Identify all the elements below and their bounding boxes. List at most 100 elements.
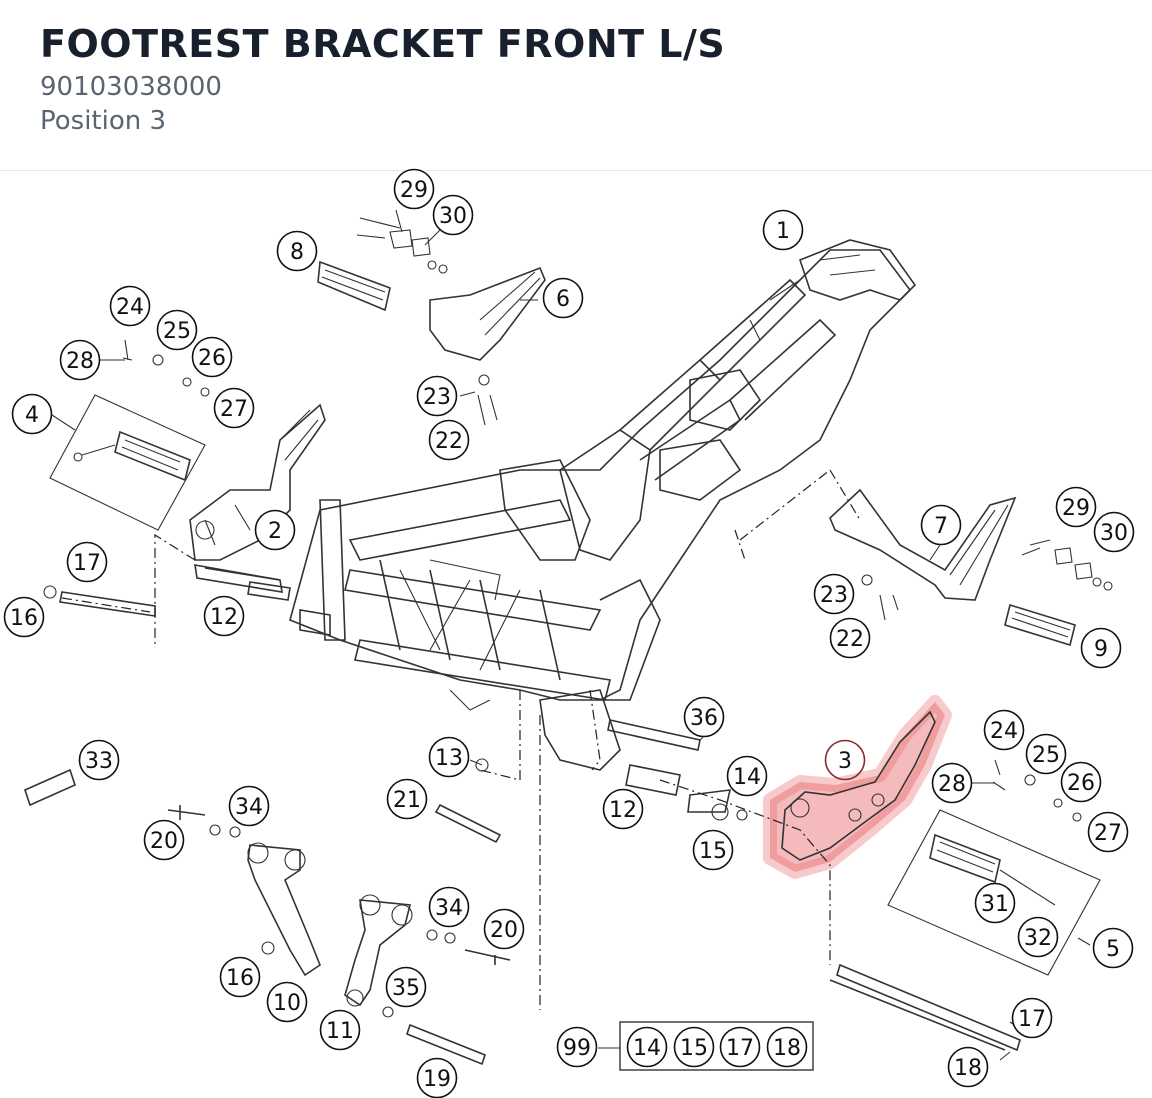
callout-28[interactable]: 28 bbox=[931, 762, 973, 804]
callout-12[interactable]: 12 bbox=[602, 788, 644, 830]
callout-circle bbox=[1025, 733, 1067, 775]
callout-14[interactable]: 14 bbox=[626, 1026, 668, 1068]
callout-23[interactable]: 23 bbox=[813, 573, 855, 615]
callout-16[interactable]: 16 bbox=[3, 596, 45, 638]
callout-11[interactable]: 11 bbox=[319, 1009, 361, 1051]
callout-19[interactable]: 19 bbox=[416, 1057, 458, 1098]
callout-7[interactable]: 7 bbox=[920, 504, 962, 546]
footrest-4-box bbox=[49, 394, 206, 531]
callout-18[interactable]: 18 bbox=[766, 1026, 808, 1068]
callout-5[interactable]: 5 bbox=[1092, 927, 1134, 969]
frame-drawing bbox=[289, 239, 917, 771]
footrest-8-drawing bbox=[317, 260, 391, 312]
callout-22[interactable]: 22 bbox=[428, 419, 470, 461]
callout-circle bbox=[1080, 627, 1122, 669]
callout-circle bbox=[1017, 916, 1059, 958]
callout-circle bbox=[1011, 997, 1053, 1039]
callout-label: 21 bbox=[393, 788, 421, 813]
callout-33[interactable]: 33 bbox=[78, 739, 120, 781]
callout-9[interactable]: 9 bbox=[1080, 627, 1122, 669]
callout-4[interactable]: 4 bbox=[11, 393, 53, 435]
callout-circle bbox=[626, 1026, 668, 1068]
callout-24[interactable]: 24 bbox=[109, 285, 151, 327]
callout-21[interactable]: 21 bbox=[386, 778, 428, 820]
callout-circle bbox=[726, 755, 768, 797]
callout-circle bbox=[813, 573, 855, 615]
callout-30[interactable]: 30 bbox=[432, 194, 474, 236]
callout-30[interactable]: 30 bbox=[1093, 511, 1135, 553]
callout-circle bbox=[974, 882, 1016, 924]
callout-18[interactable]: 18 bbox=[947, 1046, 989, 1088]
callout-29[interactable]: 29 bbox=[393, 168, 435, 210]
callout-17[interactable]: 17 bbox=[1011, 997, 1053, 1039]
callout-1[interactable]: 1 bbox=[762, 209, 804, 251]
callout-17[interactable]: 17 bbox=[66, 541, 108, 583]
callout-label: 16 bbox=[226, 966, 254, 991]
callout-13[interactable]: 13 bbox=[428, 736, 470, 778]
callout-label: 15 bbox=[699, 839, 727, 864]
position-label: Position 3 bbox=[40, 106, 167, 136]
callout-label: 23 bbox=[820, 583, 848, 608]
callout-label: 13 bbox=[435, 746, 463, 771]
callout-circle bbox=[766, 1026, 808, 1068]
callout-label: 33 bbox=[85, 749, 113, 774]
footrest-9-drawing bbox=[1004, 603, 1076, 647]
callout-label: 29 bbox=[400, 178, 428, 203]
callout-27[interactable]: 27 bbox=[213, 387, 255, 429]
callout-label: 17 bbox=[1018, 1007, 1046, 1032]
callout-27[interactable]: 27 bbox=[1087, 811, 1129, 853]
callout-15[interactable]: 15 bbox=[673, 1026, 715, 1068]
callout-36[interactable]: 36 bbox=[683, 696, 725, 738]
callout-24[interactable]: 24 bbox=[983, 709, 1025, 751]
callout-circle bbox=[829, 617, 871, 659]
part-number: 90103038000 bbox=[40, 72, 222, 102]
callout-8[interactable]: 8 bbox=[276, 230, 318, 272]
callout-26[interactable]: 26 bbox=[1060, 761, 1102, 803]
callout-label: 20 bbox=[150, 829, 178, 854]
callout-label: 23 bbox=[423, 385, 451, 410]
callout-25[interactable]: 25 bbox=[1025, 733, 1067, 775]
callout-17[interactable]: 17 bbox=[719, 1026, 761, 1068]
callout-3[interactable]: 3 bbox=[824, 739, 866, 781]
footrest-bracket-7-drawing bbox=[829, 488, 1017, 601]
callout-31[interactable]: 31 bbox=[974, 882, 1016, 924]
callout-26[interactable]: 26 bbox=[191, 336, 233, 378]
callout-label: 30 bbox=[1100, 521, 1128, 546]
callout-circle bbox=[203, 595, 245, 637]
callout-22[interactable]: 22 bbox=[829, 617, 871, 659]
callout-circle bbox=[213, 387, 255, 429]
callout-35[interactable]: 35 bbox=[385, 966, 427, 1008]
callout-label: 25 bbox=[1032, 743, 1060, 768]
callout-6[interactable]: 6 bbox=[542, 277, 584, 319]
callout-label: 6 bbox=[556, 287, 570, 312]
callout-10[interactable]: 10 bbox=[266, 981, 308, 1023]
callout-15[interactable]: 15 bbox=[692, 829, 734, 871]
callout-12[interactable]: 12 bbox=[203, 595, 245, 637]
callout-32[interactable]: 32 bbox=[1017, 916, 1059, 958]
callout-circle bbox=[692, 829, 734, 871]
callout-label: 5 bbox=[1106, 937, 1120, 962]
callout-34[interactable]: 34 bbox=[228, 785, 270, 827]
callout-circle bbox=[219, 956, 261, 998]
callout-29[interactable]: 29 bbox=[1055, 486, 1097, 528]
callout-circle bbox=[428, 419, 470, 461]
callout-label: 26 bbox=[198, 346, 226, 371]
callout-circle bbox=[683, 696, 725, 738]
callout-circle bbox=[276, 230, 318, 272]
callout-2[interactable]: 2 bbox=[254, 509, 296, 551]
callout-23[interactable]: 23 bbox=[416, 375, 458, 417]
callout-label: 2 bbox=[268, 519, 282, 544]
callout-circle bbox=[393, 168, 435, 210]
callout-label: 3 bbox=[838, 749, 852, 774]
callout-label: 14 bbox=[633, 1036, 661, 1061]
callout-20[interactable]: 20 bbox=[143, 819, 185, 861]
callout-label: 25 bbox=[163, 319, 191, 344]
callout-16[interactable]: 16 bbox=[219, 956, 261, 998]
callout-34[interactable]: 34 bbox=[428, 886, 470, 928]
callout-25[interactable]: 25 bbox=[156, 309, 198, 351]
callout-99[interactable]: 99 bbox=[556, 1026, 598, 1068]
callout-20[interactable]: 20 bbox=[483, 908, 525, 950]
callout-14[interactable]: 14 bbox=[726, 755, 768, 797]
callout-circle bbox=[1087, 811, 1129, 853]
callout-28[interactable]: 28 bbox=[59, 339, 101, 381]
